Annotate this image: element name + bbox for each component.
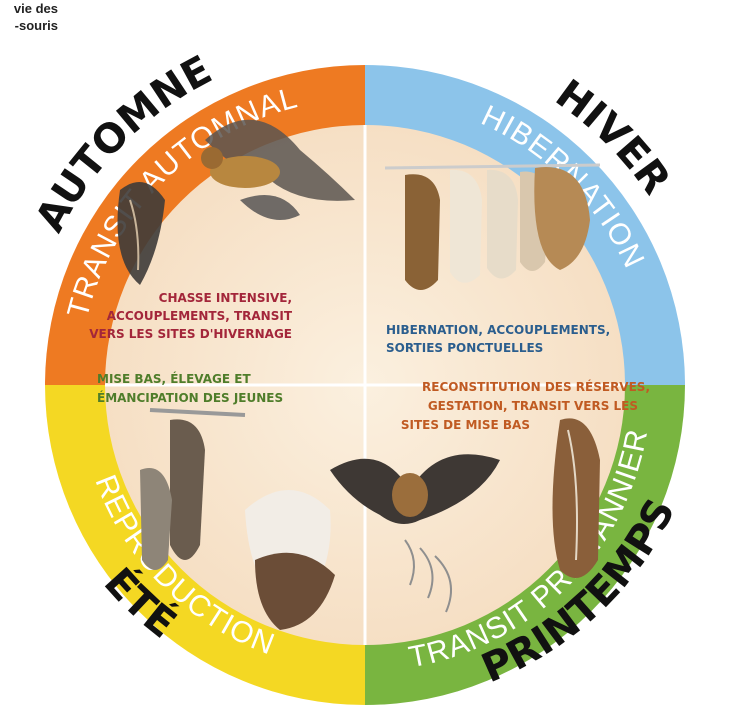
desc-winter-1: HIBERNATION, ACCOUPLEMENTS,	[386, 323, 610, 337]
desc-autumn-1: CHASSE INTENSIVE,	[159, 291, 292, 305]
bat-hanging-spring-icon	[553, 418, 601, 578]
desc-winter-2: SORTIES PONCTUELLES	[386, 341, 543, 355]
desc-spring-3: SITES DE MISE BAS	[401, 418, 530, 432]
desc-autumn-3: VERS LES SITES D'HIVERNAGE	[89, 327, 292, 341]
desc-autumn-2: ACCOUPLEMENTS, TRANSIT	[107, 309, 293, 323]
desc-summer-2: ÉMANCIPATION DES JEUNES	[97, 390, 283, 405]
desc-spring-2: GESTATION, TRANSIT VERS LES	[428, 399, 638, 413]
desc-summer-1: MISE BAS, ÉLEVAGE ET	[97, 371, 251, 386]
desc-spring-1: RECONSTITUTION DES RÉSERVES,	[422, 379, 650, 394]
